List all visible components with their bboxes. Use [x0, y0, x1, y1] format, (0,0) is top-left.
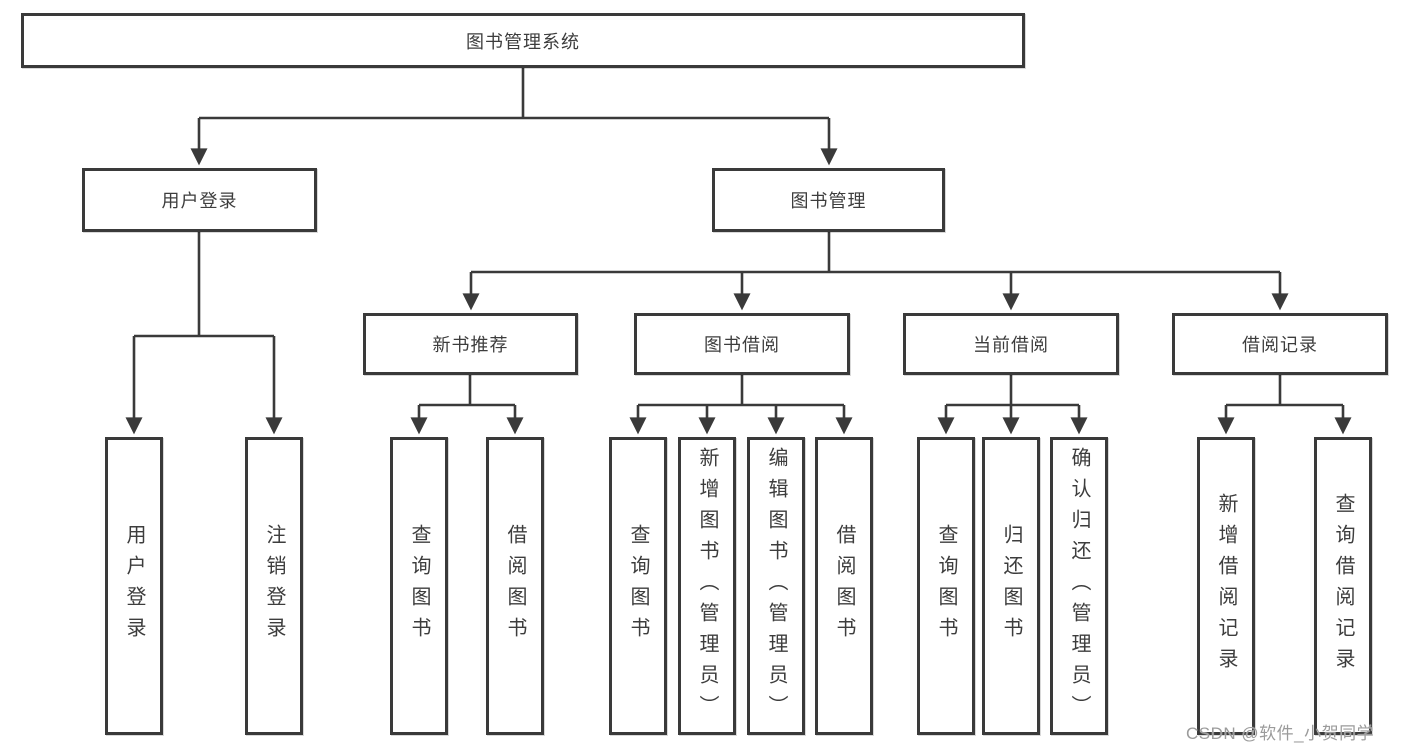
leaf-label: 确认归还（管理员）: [1068, 446, 1090, 726]
node-current-borrow: 当前借阅: [903, 313, 1119, 375]
leaf-label: 查询图书: [408, 524, 430, 648]
leaf-label: 用户登录: [123, 524, 145, 648]
node-root-system: 图书管理系统: [21, 13, 1025, 68]
leaf-return-books: 归还图书: [982, 437, 1040, 735]
leaf-label: 注销登录: [263, 524, 285, 648]
node-book-management: 图书管理: [712, 168, 945, 232]
leaf-confirm-return-admin: 确认归还（管理员）: [1050, 437, 1108, 735]
leaf-query-borrow-record: 查询借阅记录: [1314, 437, 1372, 735]
leaf-query-books-borrow: 查询图书: [609, 437, 667, 735]
leaf-label: 新增借阅记录: [1215, 493, 1237, 679]
leaf-logout: 注销登录: [245, 437, 303, 735]
leaf-add-borrow-record: 新增借阅记录: [1197, 437, 1255, 735]
node-user-login: 用户登录: [82, 168, 317, 232]
csdn-watermark: CSDN @软件_小贺同学: [1186, 724, 1375, 743]
leaf-label: 借阅图书: [504, 524, 526, 648]
node-book-borrow: 图书借阅: [634, 313, 850, 375]
leaf-query-books-recommend: 查询图书: [390, 437, 448, 735]
leaf-label: 查询图书: [627, 524, 649, 648]
leaf-label: 查询借阅记录: [1332, 493, 1354, 679]
leaf-add-books-admin: 新增图书（管理员）: [678, 437, 736, 735]
leaf-query-books-current: 查询图书: [917, 437, 975, 735]
leaf-label: 新增图书（管理员）: [696, 446, 718, 726]
leaf-edit-books-admin: 编辑图书（管理员）: [747, 437, 805, 735]
leaf-borrow-books-recommend: 借阅图书: [486, 437, 544, 735]
leaf-label: 编辑图书（管理员）: [765, 446, 787, 726]
node-new-book-recommend: 新书推荐: [363, 313, 578, 375]
leaf-borrow-books: 借阅图书: [815, 437, 873, 735]
leaf-label: 归还图书: [1000, 524, 1022, 648]
leaf-label: 借阅图书: [833, 524, 855, 648]
node-borrow-record: 借阅记录: [1172, 313, 1388, 375]
leaf-label: 查询图书: [935, 524, 957, 648]
leaf-user-login: 用户登录: [105, 437, 163, 735]
